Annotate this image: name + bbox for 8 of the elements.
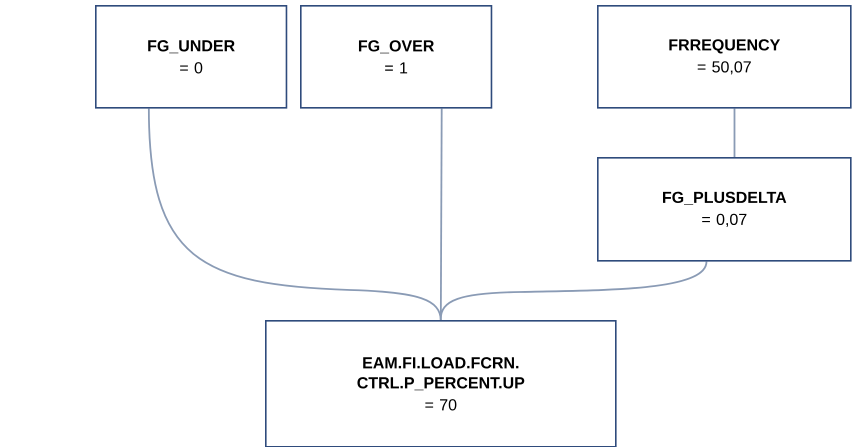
process-box: FRREQUENCY = 50,07 bbox=[597, 5, 852, 109]
connector bbox=[734, 108, 736, 157]
connector bbox=[148, 108, 442, 320]
process-box: EAM.FI.LOAD.FCRN. CTRL.P_PERCENT.UP = 70 bbox=[265, 320, 617, 447]
process-box: FG_PLUSDELTA = 0,07 bbox=[597, 157, 852, 262]
connector bbox=[440, 261, 708, 320]
process-box: FG_UNDER = 0 bbox=[95, 5, 288, 109]
process-box: FG_OVER = 1 bbox=[300, 5, 492, 109]
